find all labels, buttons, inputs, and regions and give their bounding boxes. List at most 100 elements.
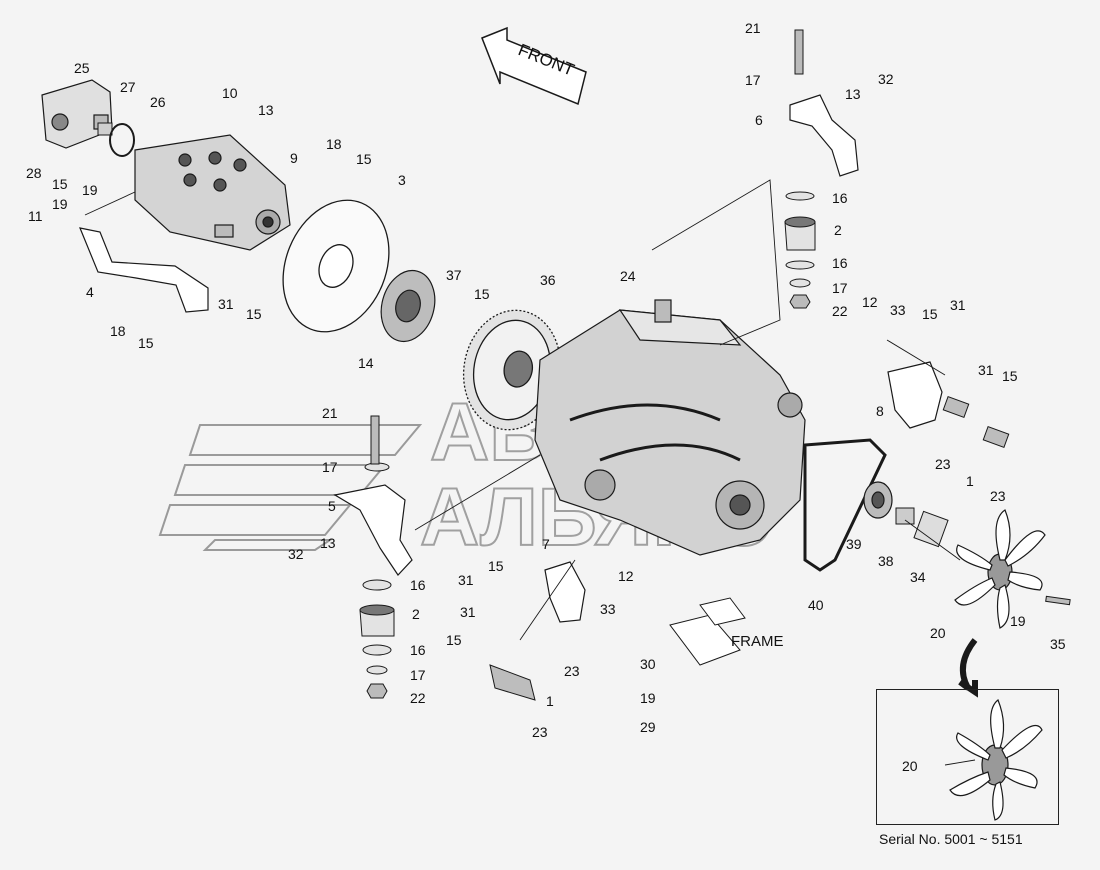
callout-23: 23 (532, 724, 548, 740)
cooling-fan-20 (954, 509, 1046, 629)
callout-16: 16 (410, 642, 426, 658)
callout-11: 11 (28, 208, 43, 224)
callout-19: 19 (640, 690, 656, 706)
callout-15: 15 (138, 335, 154, 351)
callout-33: 33 (890, 302, 906, 318)
callout-25: 25 (74, 60, 90, 76)
callout-15: 15 (488, 558, 504, 574)
pump-bracket-4 (79, 227, 209, 313)
mount-plates-23 (489, 396, 1010, 701)
rubber-mount-2-upper (784, 191, 816, 309)
callout-38: 38 (878, 553, 894, 569)
callout-16: 16 (410, 577, 426, 593)
callout-15: 15 (922, 306, 938, 322)
coupling-14 (380, 269, 436, 343)
callout-31: 31 (458, 572, 474, 588)
callout-36: 36 (540, 272, 556, 288)
serial-number: Serial No. 5001 ~ 5151 (879, 831, 1023, 847)
o-ring-26 (109, 123, 135, 157)
callout-17: 17 (832, 280, 848, 296)
callout-16: 16 (832, 190, 848, 206)
front-arrow: FRONT (481, 26, 587, 106)
callout-2: 2 (412, 606, 420, 622)
spacer-27 (97, 122, 113, 136)
callout-1: 1 (546, 693, 554, 709)
callout-10: 10 (222, 85, 238, 101)
inset-pointer-arrow (958, 638, 978, 698)
callout-8: 8 (876, 403, 884, 419)
callout-17: 17 (410, 667, 426, 683)
callout-23: 23 (990, 488, 1006, 504)
callout-9: 9 (290, 150, 298, 166)
callout-18: 18 (110, 323, 126, 339)
callout-12: 12 (862, 294, 878, 310)
callout-40: 40 (808, 597, 824, 613)
callout-13: 13 (845, 86, 861, 102)
callout-19: 19 (52, 196, 68, 212)
rubber-mount-2-lower (359, 462, 395, 699)
callout-31: 31 (978, 362, 994, 378)
callout-37: 37 (446, 267, 462, 283)
callout-5: 5 (328, 498, 336, 514)
watermark-logo (158, 424, 423, 551)
engine-bracket-7 (544, 561, 586, 623)
callout-13: 13 (320, 535, 336, 551)
flywheel-36 (462, 309, 562, 431)
callout-15: 15 (246, 306, 262, 322)
callout-19: 19 (1010, 613, 1026, 629)
callout-20: 20 (930, 625, 946, 641)
callout-16: 16 (832, 255, 848, 271)
callout-1: 1 (966, 473, 974, 489)
callout-3: 3 (398, 172, 406, 188)
callout-18: 18 (326, 136, 342, 152)
spacer-34 (913, 510, 949, 548)
callout-15: 15 (474, 286, 490, 302)
callout-24: 24 (620, 268, 636, 284)
callout-22: 22 (410, 690, 426, 706)
engine-bracket-8 (887, 361, 943, 429)
callout-31: 31 (950, 297, 966, 313)
engine-24 (534, 299, 806, 556)
callout-15: 15 (356, 151, 372, 167)
callout-30: 30 (640, 656, 656, 672)
callout-15: 15 (52, 176, 68, 192)
callout-31: 31 (218, 296, 234, 312)
callout-39: 39 (846, 536, 862, 552)
callout-23: 23 (935, 456, 951, 472)
callout-20-inset: 20 (902, 758, 918, 774)
callout-13: 13 (258, 102, 274, 118)
callout-23: 23 (564, 663, 580, 679)
fan-belt-40 (803, 438, 887, 572)
engine-bracket-6 (789, 94, 859, 177)
callout-15: 15 (1002, 368, 1018, 384)
main-pump-9 (134, 134, 291, 251)
callout-21: 21 (322, 405, 338, 421)
callout-27: 27 (120, 79, 136, 95)
hydraulic-pump-25 (41, 79, 113, 149)
callout-14: 14 (358, 355, 374, 371)
frame-label: FRAME (731, 633, 784, 650)
callout-17: 17 (322, 459, 338, 475)
callout-17: 17 (745, 72, 761, 88)
callout-22: 22 (832, 303, 848, 319)
callout-15: 15 (446, 632, 462, 648)
inset-fan-20 (949, 699, 1043, 821)
serial-inset-box (876, 689, 1059, 825)
frame-plate-30 (669, 597, 746, 666)
callout-2: 2 (834, 222, 842, 238)
spacer-38 (895, 507, 915, 525)
callout-6: 6 (755, 112, 763, 128)
callout-32: 32 (288, 546, 304, 562)
bolts (370, 29, 1071, 606)
callout-28: 28 (26, 165, 42, 181)
callout-29: 29 (640, 719, 656, 735)
callout-19: 19 (82, 182, 98, 198)
callout-34: 34 (910, 569, 926, 585)
callout-33: 33 (600, 601, 616, 617)
callout-21: 21 (745, 20, 761, 36)
pulley-39 (863, 481, 893, 519)
callout-32: 32 (878, 71, 894, 87)
engine-bracket-5 (333, 484, 413, 576)
